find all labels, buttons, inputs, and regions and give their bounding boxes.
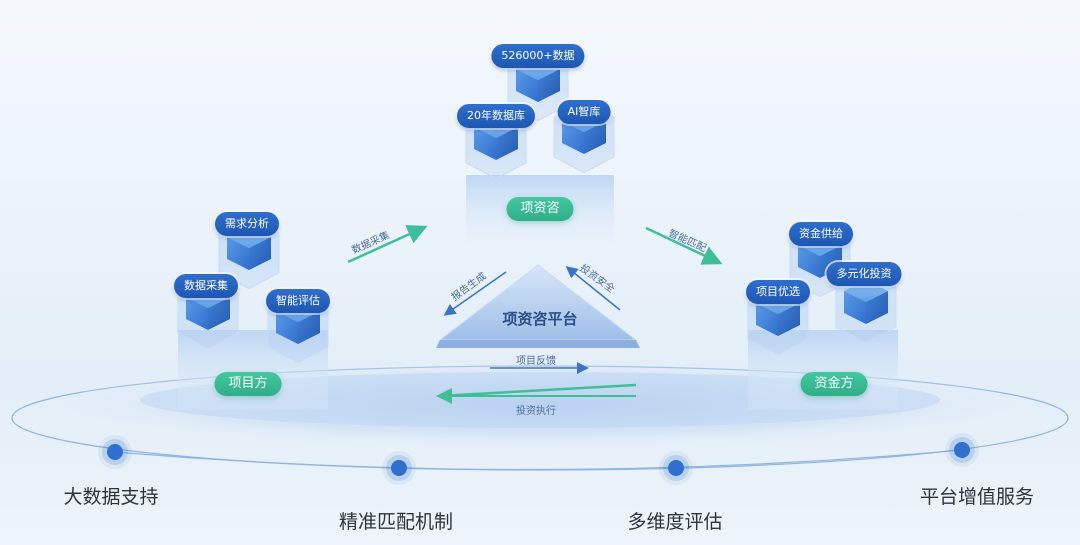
badge-right: 资金方 bbox=[800, 372, 868, 396]
flow-investment-execution: 投资执行 bbox=[516, 406, 556, 417]
tag-smart-evaluation: 智能评估 bbox=[266, 289, 330, 313]
tag-project-selection: 项目优选 bbox=[746, 280, 810, 304]
timeline-dot-4 bbox=[954, 442, 970, 458]
feature-big-data-support: 大数据支持 bbox=[63, 486, 159, 508]
feature-precise-matching: 精准匹配机制 bbox=[338, 511, 454, 533]
flow-project-feedback: 项目反馈 bbox=[516, 356, 556, 367]
tag-ai-think-tank: AI智库 bbox=[557, 100, 611, 124]
tag-20-year-database: 20年数据库 bbox=[457, 104, 535, 128]
badge-center: 项资咨 bbox=[506, 197, 574, 221]
tag-diversified-investment: 多元化投资 bbox=[826, 262, 902, 286]
tag-capital-supply: 资金供给 bbox=[789, 222, 853, 246]
timeline-dot-3 bbox=[668, 460, 684, 476]
badge-left: 项目方 bbox=[214, 372, 282, 396]
platform-label: 项资咨平台 bbox=[502, 310, 578, 328]
timeline-dot-1 bbox=[107, 444, 123, 460]
feature-multi-dimensional-evaluation: 多维度评估 bbox=[627, 511, 723, 533]
tag-data-collection: 数据采集 bbox=[174, 274, 238, 298]
tag-demand-analysis: 需求分析 bbox=[215, 212, 279, 236]
cube-diversified-icon bbox=[835, 271, 897, 344]
feature-value-added-services: 平台增值服务 bbox=[919, 486, 1035, 508]
tag-526000-data: 526000+数据 bbox=[491, 44, 585, 68]
timeline-dot-2 bbox=[391, 460, 407, 476]
